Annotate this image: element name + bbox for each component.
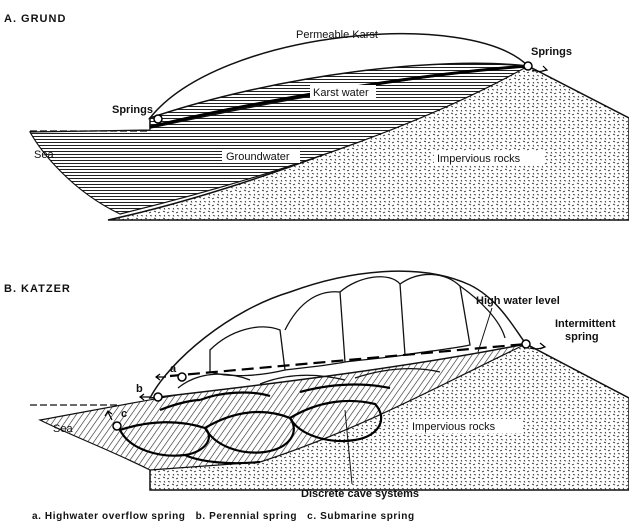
label-discrete-cave-systems: Discrete cave systems bbox=[301, 488, 419, 500]
label-karst-water: Karst water bbox=[313, 87, 369, 99]
label-marker-b: b bbox=[136, 383, 143, 395]
label-groundwater: Groundwater bbox=[226, 151, 290, 163]
panel-a-heading: A. GRUND bbox=[4, 13, 66, 25]
label-springs-right: Springs bbox=[531, 46, 572, 58]
label-sea-a: Sea bbox=[34, 149, 54, 161]
label-impervious-rocks-b: Impervious rocks bbox=[412, 421, 496, 433]
spring-b bbox=[154, 393, 162, 401]
spring-intermittent bbox=[522, 340, 530, 348]
panel-a: A. GRUND Permeable Karst Springs Springs… bbox=[4, 13, 629, 220]
figure-caption: a. Highwater overflow spring b. Perennia… bbox=[32, 511, 415, 522]
label-marker-c: c bbox=[121, 408, 127, 420]
label-impervious-rocks-a: Impervious rocks bbox=[437, 153, 521, 165]
label-intermittent-spring: spring bbox=[565, 331, 599, 343]
label-intermittent: Intermittent bbox=[555, 318, 616, 330]
label-springs-left: Springs bbox=[112, 104, 153, 116]
spring-right-a bbox=[524, 62, 532, 70]
panel-b-heading: B. KATZER bbox=[4, 283, 71, 295]
spring-c bbox=[113, 422, 121, 430]
label-permeable-karst: Permeable Karst bbox=[296, 29, 378, 41]
label-high-water-level: High water level bbox=[476, 295, 560, 307]
label-marker-a: a bbox=[170, 363, 177, 375]
spring-left-a bbox=[154, 115, 162, 123]
label-sea-b: Sea bbox=[53, 423, 73, 435]
spring-a bbox=[178, 373, 186, 381]
panel-b: B. KATZER bbox=[4, 271, 629, 500]
